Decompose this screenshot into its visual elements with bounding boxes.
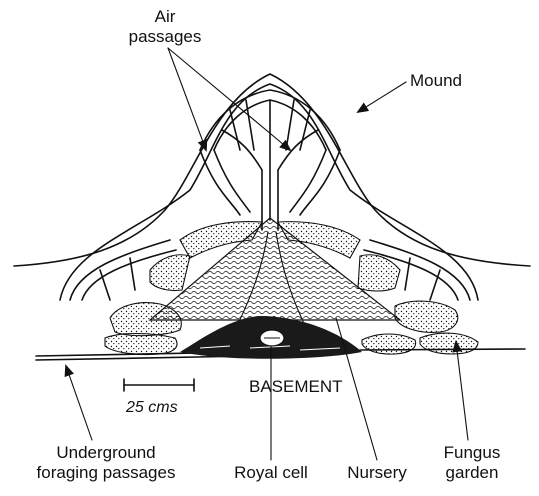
air-passages-label-line1: Air	[155, 7, 176, 26]
fungus-arrow	[456, 342, 468, 440]
scale-label: 25 cms	[125, 399, 178, 416]
royal-cell-label: Royal cell	[234, 463, 308, 482]
fungus-label-line2: garden	[446, 463, 499, 482]
air-passages-label-line2: passages	[129, 27, 202, 46]
underground-label-line1: Underground	[56, 443, 155, 462]
nursery-label: Nursery	[347, 463, 407, 482]
basement-label: BASEMENT	[249, 377, 343, 396]
mound-label: Mound	[410, 71, 462, 90]
royal-cell	[260, 330, 284, 346]
label-underground: Underground foraging passages	[37, 443, 176, 482]
label-air-passages: Air passages	[129, 7, 202, 46]
mound-arrow	[358, 82, 406, 112]
scale-bar	[124, 379, 194, 391]
label-fungus-garden: Fungus garden	[444, 443, 501, 482]
fungus-label-line1: Fungus	[444, 443, 501, 462]
underground-arrow	[66, 366, 92, 440]
underground-label-line2: foraging passages	[37, 463, 176, 482]
